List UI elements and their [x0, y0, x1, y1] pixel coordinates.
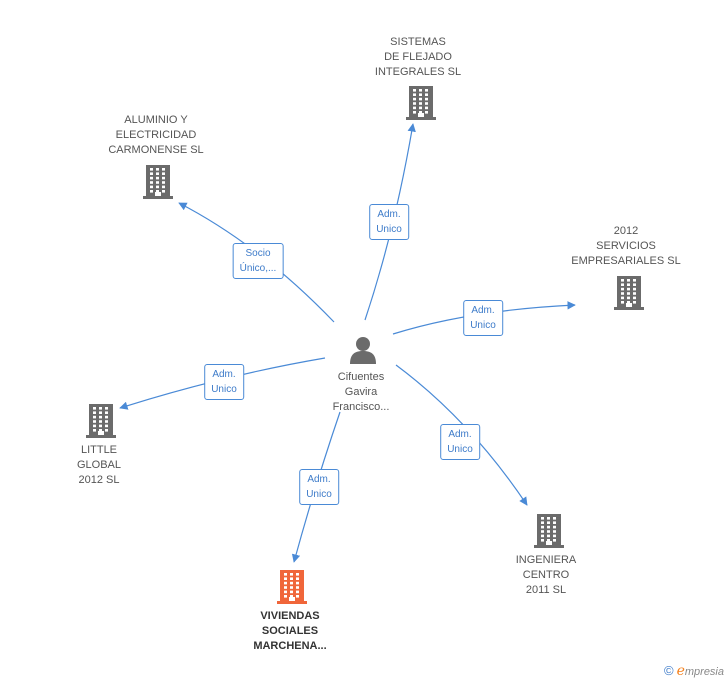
person-name-line: Francisco...	[332, 401, 390, 413]
role-badge[interactable]: Adm. Unico	[463, 300, 503, 336]
person-name-line: Gavira	[344, 386, 378, 398]
role-badge[interactable]: Socio Único,...	[232, 243, 284, 279]
role-badge[interactable]: Adm. Unico	[204, 364, 244, 400]
company-label-line: INTEGRALES SL	[374, 66, 462, 78]
company-label-line: SISTEMAS	[390, 36, 446, 48]
role-text: Unico	[470, 320, 496, 331]
building-icon[interactable]	[406, 86, 436, 125]
company-label-line: EMPRESARIALES SL	[571, 255, 681, 267]
company-label-line: MARCHENA...	[253, 640, 327, 652]
role-text: Único,...	[239, 263, 277, 274]
role-badge[interactable]: Adm. Unico	[440, 424, 480, 460]
role-text: Adm.	[212, 369, 236, 380]
role-text: Adm.	[471, 305, 495, 316]
building-icon[interactable]	[86, 404, 116, 443]
role-text: Unico	[211, 384, 237, 395]
company-label-line: INGENIERA	[515, 554, 577, 566]
role-badge[interactable]: Adm. Unico	[369, 204, 409, 240]
brand-rest: mpresia	[684, 666, 724, 678]
company-label-line: ELECTRICIDAD	[115, 129, 197, 141]
company-label-line: VIVIENDAS	[260, 610, 320, 622]
company-label-line: SOCIALES	[261, 625, 319, 637]
company-label-viviendas[interactable]: VIVIENDAS SOCIALES MARCHENA...	[253, 609, 326, 654]
role-text: Adm.	[448, 429, 472, 440]
building-icon[interactable]	[614, 276, 644, 315]
role-text: Unico	[447, 444, 473, 455]
company-label-sistemas[interactable]: SISTEMAS DE FLEJADO INTEGRALES SL	[375, 35, 461, 80]
role-text: Adm.	[377, 209, 401, 220]
role-text: Socio	[245, 248, 271, 259]
company-label-line: CENTRO	[522, 569, 570, 581]
company-label-line: DE FLEJADO	[384, 51, 452, 63]
empresia-logo[interactable]: ©empresia	[664, 663, 724, 679]
person-icon[interactable]	[348, 335, 378, 370]
company-label-line: CARMONENSE SL	[108, 144, 204, 156]
role-badge[interactable]: Adm. Unico	[299, 469, 339, 505]
company-label-line: 2012	[613, 225, 639, 237]
brand-first-letter: e	[676, 663, 685, 679]
role-text: Adm.	[307, 474, 331, 485]
role-text: Unico	[376, 224, 402, 235]
company-label-line: 2011 SL	[525, 584, 567, 596]
person-name[interactable]: Cifuentes Gavira Francisco...	[333, 370, 390, 415]
company-label-line: 2012 SL	[78, 474, 120, 486]
company-label-line: GLOBAL	[76, 459, 122, 471]
person-name-line: Cifuentes	[337, 371, 385, 383]
building-icon[interactable]	[277, 570, 307, 609]
company-label-little[interactable]: LITTLE GLOBAL 2012 SL	[77, 443, 121, 488]
company-label-line: ALUMINIO Y	[124, 114, 188, 126]
role-text: Unico	[306, 489, 332, 500]
company-label-line: LITTLE	[80, 444, 118, 456]
company-label-servicios[interactable]: 2012 SERVICIOS EMPRESARIALES SL	[571, 224, 680, 269]
building-icon[interactable]	[143, 165, 173, 204]
copyright-icon: ©	[663, 663, 674, 678]
company-label-aluminio[interactable]: ALUMINIO Y ELECTRICIDAD CARMONENSE SL	[108, 113, 203, 158]
company-label-ingeniera[interactable]: INGENIERA CENTRO 2011 SL	[516, 553, 577, 598]
building-icon[interactable]	[534, 514, 564, 553]
company-label-line: SERVICIOS	[596, 240, 656, 252]
